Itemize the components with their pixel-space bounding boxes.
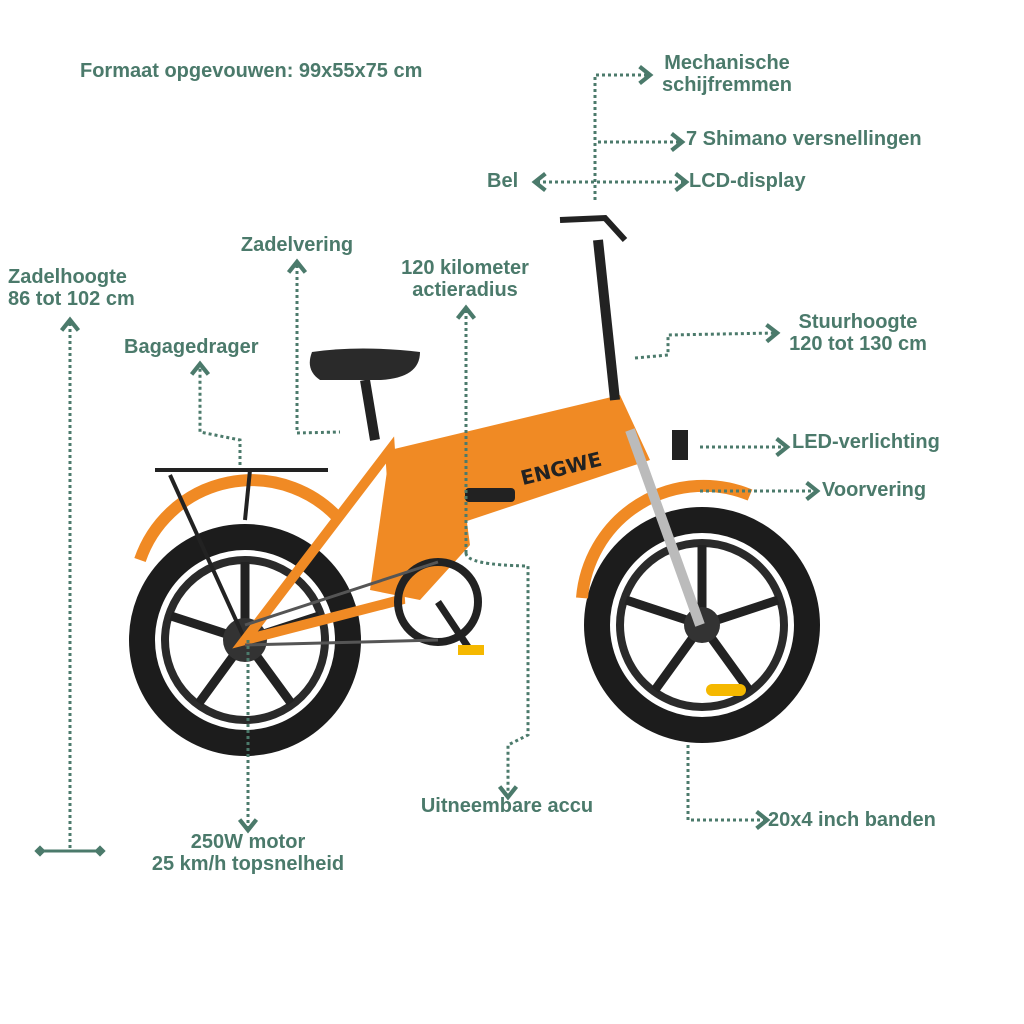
headlight (672, 430, 688, 460)
folded-size-label: Formaat opgevouwen: 99x55x75 cm (80, 60, 423, 82)
bell-label: Bel (487, 170, 519, 192)
front-fender (576, 479, 753, 599)
front-wheel (584, 507, 820, 743)
motor-line2: 25 km/h topsnelheid (151, 853, 345, 875)
saddle-height-line2: 86 tot 102 cm (8, 288, 135, 310)
range-line1: 120 kilometer (401, 257, 529, 279)
drivetrain (244, 558, 484, 655)
range-line2: actieradius (412, 279, 518, 301)
fork-label: Voorvering (822, 479, 927, 501)
front-fork (625, 428, 705, 627)
gears-label: 7 Shimano versnellingen (686, 128, 922, 150)
handlebar-height-line2: 120 tot 130 cm (789, 333, 927, 355)
saddle (309, 348, 420, 380)
tires-label: 20x4 inch banden (768, 809, 936, 831)
saddle-height-line1: Zadelhoogte (8, 266, 127, 288)
display-label: LCD-display (689, 170, 806, 192)
rack-label: Bagagedrager (124, 336, 259, 358)
brakes-label-line1: Mechanische (664, 52, 790, 74)
rear-fender (134, 474, 345, 562)
handlebar-height-line1: Stuurhoogte (798, 311, 918, 333)
led-label: LED-verlichting (792, 431, 940, 453)
motor-line1: 250W motor (190, 831, 306, 853)
handlebar-stem (593, 239, 620, 401)
luggage-rack (155, 468, 328, 641)
callout-lines (59, 64, 821, 848)
brakes-label-line2: schijfremmen (661, 74, 793, 96)
saddle-suspension-label: Zadelvering (240, 234, 354, 256)
battery-label: Uitneembare accu (420, 795, 594, 817)
